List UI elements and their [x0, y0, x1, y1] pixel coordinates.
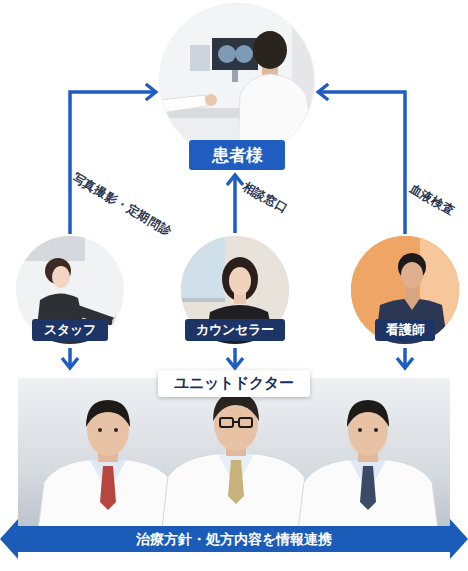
role-label: 患者様: [189, 140, 285, 170]
circle-fill: [181, 236, 289, 344]
circle-fill: [159, 3, 315, 159]
edge-label: 写真撮影・定期問診: [69, 170, 175, 241]
arrow-head: [62, 358, 78, 368]
connector-line: [403, 348, 407, 368]
connector: [62, 348, 78, 368]
photo-circle: スタッフ: [15, 235, 125, 345]
arrow-head: [397, 358, 413, 368]
staff-photo: [15, 235, 127, 347]
doctor-panel: ユニットドクター治療方針・処方内容を情報連携: [18, 378, 450, 546]
edge-label: 相談窓口: [239, 178, 291, 218]
connector-line: [68, 348, 72, 368]
connector-line: [233, 175, 237, 233]
band-shape: [0, 519, 468, 559]
circle-outline: [158, 2, 316, 160]
photo-circle: カウンセラー: [180, 235, 290, 345]
connector-line: [233, 348, 237, 368]
role-label: 看護師: [375, 319, 435, 341]
nurse-photo: [350, 235, 462, 347]
panel-heading: ユニットドクター: [158, 370, 310, 397]
arrow-head: [146, 84, 156, 100]
photo-circle: 看護師: [350, 235, 460, 345]
circle-fill: [351, 236, 459, 344]
connector: [227, 348, 243, 368]
arrow-band: 治療方針・処方内容を情報連携: [0, 519, 468, 559]
circle-fill: [16, 236, 124, 344]
consultation-photo: [158, 2, 318, 162]
edge-label: 血液検査: [406, 180, 458, 220]
photo-circle: 患者様: [158, 2, 316, 172]
counselor-photo: [180, 235, 292, 347]
connector: [227, 175, 243, 233]
arrow-head: [227, 175, 243, 185]
arrow-head: [227, 358, 243, 368]
connector: [318, 84, 405, 234]
role-label: カウンセラー: [185, 319, 285, 341]
role-label: スタッフ: [32, 319, 108, 341]
connector-line: [318, 92, 405, 234]
arrow-head: [318, 84, 328, 100]
band-text: 治療方針・処方内容を情報連携: [0, 526, 468, 552]
connector: [397, 348, 413, 368]
